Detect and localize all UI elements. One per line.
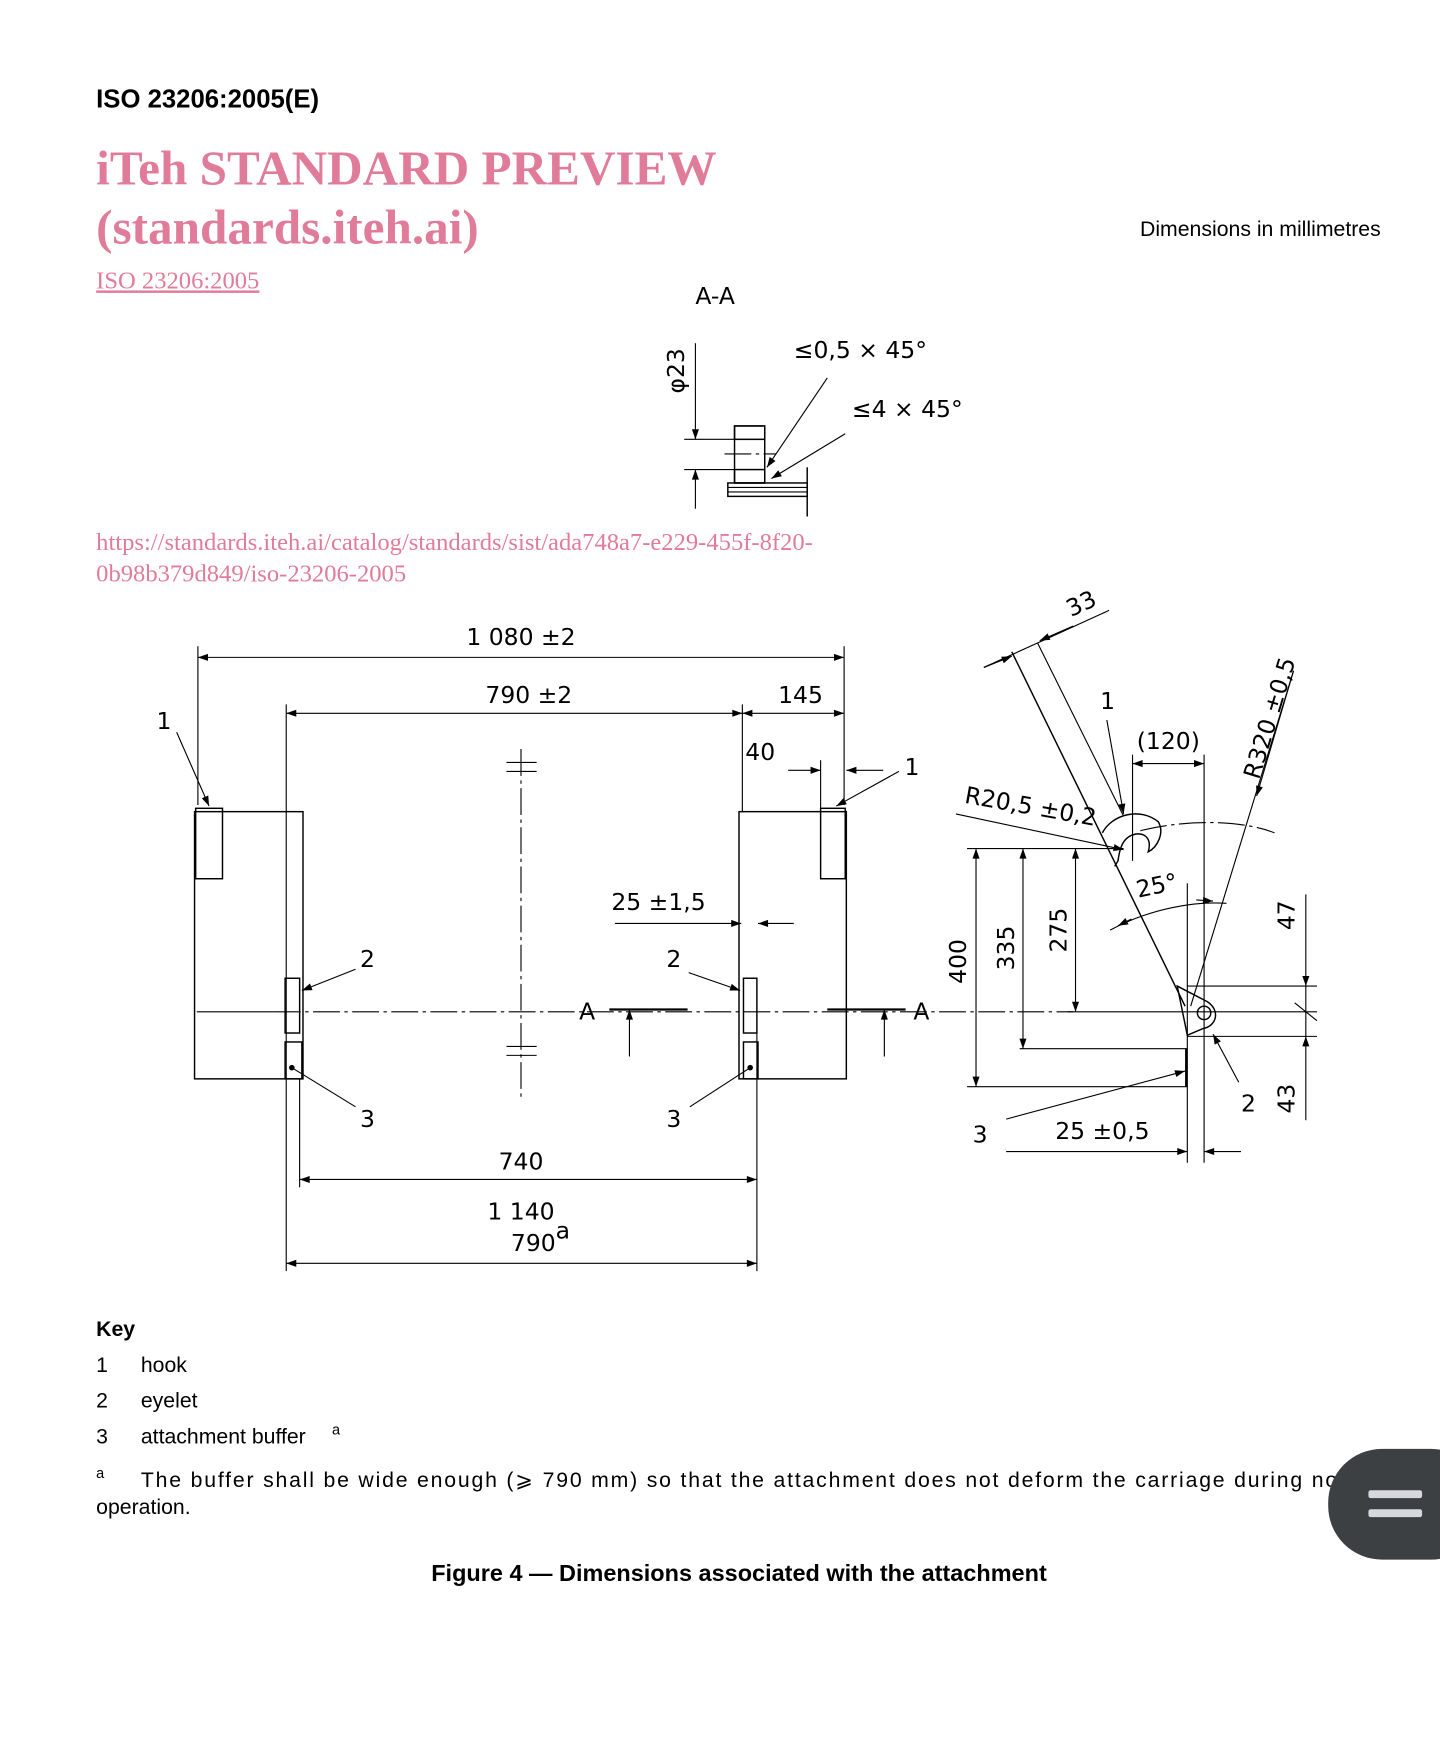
dim-1140: 1 140 xyxy=(487,1198,554,1226)
watermark: iTeh STANDARD PREVIEW (standards.iteh.ai… xyxy=(96,140,813,587)
key-label-1: hook xyxy=(141,1353,187,1377)
angle-25: 25° xyxy=(1134,868,1181,904)
buffer-left xyxy=(284,1041,303,1080)
watermark-subtitle: (standards.iteh.ai) xyxy=(96,200,479,255)
section-mark-left: A xyxy=(579,998,595,1026)
watermark-url-2[interactable]: 0b98b379d849/iso-23206-2005 xyxy=(96,560,406,587)
label-eyelet-side: 2 xyxy=(1241,1089,1256,1117)
footnote-mark: a xyxy=(96,1466,105,1482)
key-label-2: eyelet xyxy=(141,1389,198,1413)
side-view: 33 (120) 1 R320 ±0,5 R20,5 ±0,2 25° 400 … xyxy=(944,585,1318,1163)
figure-caption: Figure 4 — Dimensions associated with th… xyxy=(431,1560,1047,1586)
label-hook-right: 1 xyxy=(904,753,919,781)
watermark-link[interactable]: ISO 23206:2005 xyxy=(96,267,259,294)
key-num-2: 2 xyxy=(96,1389,108,1413)
label-buffer-side: 3 xyxy=(973,1121,988,1149)
menu-button[interactable] xyxy=(1328,1448,1440,1560)
key-section: Key 1 hook 2 eyelet 3 attachment buffer … xyxy=(96,1317,1337,1519)
key-sup-3: a xyxy=(332,1422,341,1438)
buffer-right xyxy=(742,1041,759,1080)
eyelet-right xyxy=(742,977,758,1034)
dim-43: 43 xyxy=(1273,1084,1301,1114)
hook-right xyxy=(819,807,846,880)
label-eyelet-right: 2 xyxy=(666,945,681,973)
dim-120: (120) xyxy=(1137,727,1200,755)
diameter-label: φ23 xyxy=(662,348,690,393)
key-num-3: 3 xyxy=(96,1424,108,1448)
dim-740: 740 xyxy=(499,1147,544,1175)
eyelet-left xyxy=(284,977,301,1034)
radius-320: R320 ±0,5 xyxy=(1238,654,1301,782)
chamfer-label-2: ≤4 × 45° xyxy=(852,395,963,423)
dim-25-1-5: 25 ±1,5 xyxy=(611,888,705,916)
label-buffer-right: 3 xyxy=(666,1105,681,1133)
key-num-1: 1 xyxy=(96,1353,108,1377)
label-buffer-left: 3 xyxy=(360,1105,375,1133)
label-hook-left: 1 xyxy=(157,707,172,735)
front-view: 1 080 ±2 790 ±2 145 40 25 ±1,5 740 1 140… xyxy=(157,623,1074,1272)
units-note: Dimensions in millimetres xyxy=(1140,217,1381,241)
hamburger-icon xyxy=(1368,1490,1423,1518)
section-mark-right: A xyxy=(913,998,929,1026)
key-label-3: attachment buffer xyxy=(141,1424,306,1448)
dim-40: 40 xyxy=(745,738,775,766)
hook-profile xyxy=(1101,813,1162,867)
watermark-url-1[interactable]: https://standards.iteh.ai/catalog/standa… xyxy=(96,529,813,556)
dim-790a: 790 xyxy=(511,1229,556,1257)
watermark-title: iTeh STANDARD PREVIEW xyxy=(96,140,716,195)
dim-47: 47 xyxy=(1273,900,1301,930)
hook-left xyxy=(194,807,224,880)
dim-275: 275 xyxy=(1045,908,1073,953)
chamfer-label-1: ≤0,5 × 45° xyxy=(794,336,927,364)
section-title: A-A xyxy=(695,282,735,310)
key-title: Key xyxy=(96,1317,135,1341)
dim-145: 145 xyxy=(778,681,823,709)
label-hook-side: 1 xyxy=(1100,687,1115,715)
footnote-line-1: The buffer shall be wide enough (⩾ 790 m… xyxy=(141,1468,1337,1492)
section-view-a-a: A-A φ23 ≤0,5 × 45° ≤4 × 45° xyxy=(662,282,963,517)
dim-400: 400 xyxy=(944,939,972,984)
footnote-mark: a xyxy=(556,1217,570,1245)
dim-inner: 790 ±2 xyxy=(485,681,572,709)
dim-overall: 1 080 ±2 xyxy=(466,623,575,651)
label-eyelet-left: 2 xyxy=(360,945,375,973)
dim-335: 335 xyxy=(992,926,1020,971)
footnote-line-2: operation. xyxy=(96,1495,190,1519)
dim-25-0-5: 25 ±0,5 xyxy=(1055,1117,1149,1145)
document-id: ISO 23206:2005(E) xyxy=(96,85,319,113)
